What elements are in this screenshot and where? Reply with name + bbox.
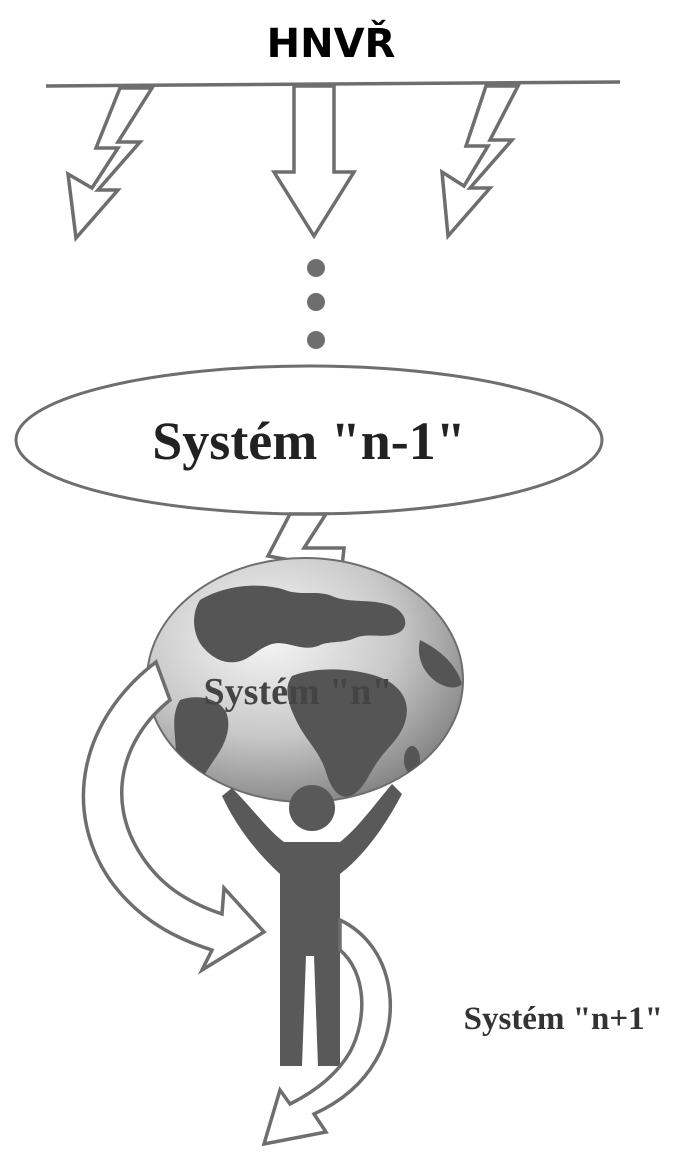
down-arrow-icon	[270, 84, 358, 240]
system-n-1-node: Systém "n-1"	[14, 364, 604, 516]
diagram-title: HNVŘ	[267, 19, 396, 67]
lightning-arrow-icon	[65, 86, 156, 243]
system-n-label: Systém "n"	[204, 671, 393, 713]
top-line	[45, 80, 621, 88]
continuation-dots	[307, 259, 325, 349]
lightning-arrow-icon	[439, 84, 521, 241]
system-n-plus-1-label: Systém "n+1"	[464, 1001, 663, 1037]
curved-arrow-icon	[261, 917, 393, 1147]
system-n-1-label: Systém "n-1"	[152, 411, 465, 471]
human-figure-icon	[222, 784, 402, 1066]
curved-arrow-icon	[81, 659, 267, 975]
globe-icon: Systém "n"	[146, 557, 464, 803]
